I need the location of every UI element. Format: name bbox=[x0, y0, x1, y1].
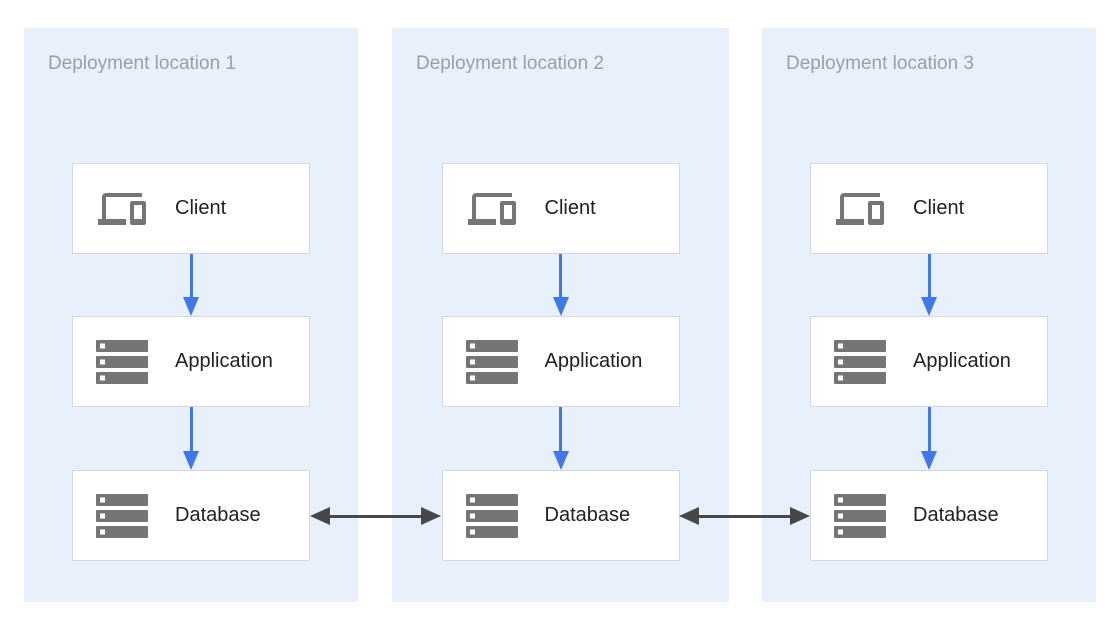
node-label: Client bbox=[175, 197, 227, 219]
database-node: Database bbox=[72, 470, 310, 561]
node-label: Database bbox=[913, 504, 999, 526]
client-node: Client bbox=[72, 163, 310, 254]
arrow-shaft bbox=[699, 514, 790, 518]
node-label: Client bbox=[913, 197, 965, 219]
client-node: Client bbox=[810, 163, 1048, 254]
db-sync-arrow-1-2 bbox=[310, 507, 441, 525]
devices-icon bbox=[93, 185, 151, 233]
devices-icon bbox=[831, 185, 889, 233]
client-node: Client bbox=[441, 163, 680, 254]
arrow-right-icon bbox=[421, 507, 441, 525]
application-node: Application bbox=[72, 316, 310, 407]
node-label: Database bbox=[175, 504, 261, 526]
node-label: Application bbox=[544, 350, 643, 372]
server-stack-icon bbox=[463, 339, 521, 384]
database-node: Database bbox=[810, 470, 1048, 561]
arrow-shaft bbox=[330, 514, 421, 518]
server-stack-icon bbox=[93, 339, 151, 384]
node-label: Client bbox=[544, 197, 596, 219]
arrow-left-icon bbox=[679, 507, 699, 525]
arrow-down-icon bbox=[920, 254, 938, 316]
arrow-down-icon bbox=[552, 254, 570, 316]
arrow-left-icon bbox=[310, 507, 330, 525]
arrow-down-icon bbox=[920, 407, 938, 470]
node-label: Application bbox=[175, 350, 273, 372]
arrow-down-icon bbox=[552, 407, 570, 470]
server-stack-icon bbox=[831, 493, 889, 538]
arrow-right-icon bbox=[790, 507, 810, 525]
application-node: Application bbox=[441, 316, 680, 407]
server-stack-icon bbox=[93, 493, 151, 538]
node-label: Application bbox=[913, 350, 1011, 372]
devices-icon bbox=[463, 185, 521, 233]
database-node: Database bbox=[441, 470, 680, 561]
panel-title: Deployment location 1 bbox=[48, 53, 236, 74]
panel-title: Deployment location 2 bbox=[416, 53, 604, 74]
server-stack-icon bbox=[463, 493, 521, 538]
panel-title: Deployment location 3 bbox=[786, 53, 974, 74]
application-node: Application bbox=[810, 316, 1048, 407]
deployment-location-1-panel: Deployment location 1 Client Application… bbox=[24, 28, 358, 602]
arrow-down-icon bbox=[182, 407, 200, 470]
node-label: Database bbox=[544, 504, 631, 526]
arrow-down-icon bbox=[182, 254, 200, 316]
server-stack-icon bbox=[831, 339, 889, 384]
db-sync-arrow-2-3 bbox=[679, 507, 810, 525]
deployment-location-3-panel: Deployment location 3 Client Application… bbox=[762, 28, 1096, 602]
deployment-location-2-panel: Deployment location 2 Client Application… bbox=[392, 28, 729, 602]
